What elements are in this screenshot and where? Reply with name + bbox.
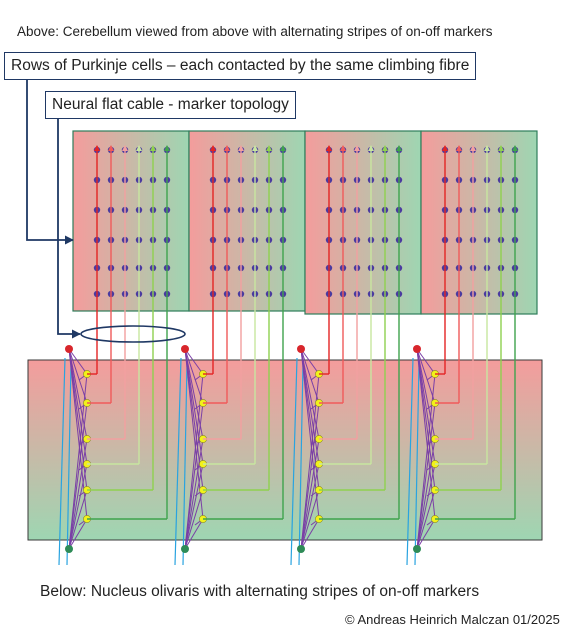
fibre-arrow-head: [442, 145, 448, 151]
fibre-arrow-head: [280, 145, 286, 151]
fibre-arrow-head: [136, 145, 142, 151]
olive-bottom-neuron: [65, 545, 73, 553]
fibre-arrow-head: [512, 145, 518, 151]
fibre-arrow-head: [266, 145, 272, 151]
fan-connection: [68, 348, 88, 375]
fibre-arrow-head: [224, 145, 230, 151]
fan-connection: [300, 489, 320, 550]
cerebellum-block: [72, 130, 190, 312]
fan-connection: [68, 348, 88, 491]
bottom-caption: Below: Nucleus olivaris with alternating…: [40, 583, 480, 600]
fibre-arrow-head: [122, 145, 128, 151]
afferent-fibre: [58, 357, 66, 566]
fibre-arrow-head: [150, 145, 156, 151]
fibre-arrow-head: [94, 145, 100, 151]
flat-cable-ring: [80, 325, 186, 343]
afferent-fibre: [414, 363, 420, 566]
purkinje-rows-label: Rows of Purkinje cells – each contacted …: [4, 52, 477, 80]
label-pointers: [26, 78, 81, 339]
afferent-fibre: [66, 363, 72, 566]
olive-bottom-neuron: [297, 545, 305, 553]
cable-pointer-arrow: [57, 117, 81, 339]
fan-connection: [68, 518, 88, 550]
fan-connection: [184, 518, 204, 550]
olive-stripe-background: [27, 359, 543, 541]
fibre-arrow-head: [396, 145, 402, 151]
fibre-arrow-head: [456, 145, 462, 151]
fibre-arrow-head: [326, 145, 332, 151]
fan-connection: [416, 348, 436, 404]
fan-connection: [184, 348, 204, 404]
olive-top-neuron: [181, 345, 189, 353]
cerebellum-blocks: [72, 130, 538, 315]
cerebellum-block: [420, 130, 538, 315]
fan-connection: [68, 438, 88, 550]
afferent-fibre: [406, 357, 414, 566]
nucleus-olivaris: [27, 345, 543, 566]
olive-top-neuron: [297, 345, 305, 353]
afferent-fibre: [174, 357, 182, 566]
fan-connection: [68, 489, 88, 550]
fan-connection: [416, 463, 436, 550]
fan-connection: [184, 348, 204, 375]
fan-connection: [184, 489, 204, 550]
fibre-arrow-head: [210, 145, 216, 151]
copyright: © Andreas Heinrich Malczan 01/2025: [345, 612, 560, 627]
fan-connection: [68, 463, 88, 550]
fibre-arrow-head: [368, 145, 374, 151]
fan-connection: [416, 518, 436, 550]
fan-connection: [184, 348, 204, 491]
fan-connection: [300, 402, 320, 550]
fibre-arrow-head: [354, 145, 360, 151]
fan-connection: [416, 348, 436, 465]
afferent-fibre: [182, 363, 188, 566]
fan-connection: [184, 402, 204, 550]
fan-connection: [68, 348, 88, 440]
fan-connection: [300, 438, 320, 550]
fan-connection: [416, 489, 436, 550]
fan-connection: [416, 348, 436, 491]
afferent-fibre: [290, 357, 298, 566]
fibre-arrow-head: [252, 145, 258, 151]
fan-connection: [68, 402, 88, 550]
fan-connection: [184, 438, 204, 550]
olive-bottom-neuron: [413, 545, 421, 553]
cerebellum-block: [188, 130, 306, 312]
fibre-arrow-head: [498, 145, 504, 151]
fan-connection: [416, 348, 436, 440]
olive-top-neuron: [413, 345, 421, 353]
fibre-arrow-head: [238, 145, 244, 151]
fibre-arrow-head: [470, 145, 476, 151]
fan-connection: [300, 463, 320, 550]
olive-top-neuron: [65, 345, 73, 353]
fibre-arrow-head: [340, 145, 346, 151]
fan-connection: [300, 348, 320, 375]
afferent-fibre: [298, 363, 304, 566]
fibre-arrow-head: [164, 145, 170, 151]
neural-flat-cable: [80, 145, 518, 520]
fan-connection: [184, 348, 204, 465]
fan-connection: [184, 463, 204, 550]
flat-cable-label: Neural flat cable - marker topology: [45, 91, 296, 119]
fan-connection: [300, 348, 320, 404]
olive-bottom-neuron: [181, 545, 189, 553]
fan-connection: [416, 348, 436, 375]
top-caption: Above: Cerebellum viewed from above with…: [17, 24, 493, 39]
fan-connection: [416, 438, 436, 550]
fan-connection: [300, 348, 320, 491]
fibre-arrow-head: [382, 145, 388, 151]
cerebellum-block: [304, 130, 422, 315]
fan-connection: [68, 348, 88, 404]
fan-connection: [300, 348, 320, 440]
fan-connection: [184, 348, 204, 440]
fan-connection: [300, 518, 320, 550]
fan-connection: [416, 402, 436, 550]
fibre-arrow-head: [108, 145, 114, 151]
fibre-arrow-head: [484, 145, 490, 151]
fan-connection: [68, 348, 88, 465]
fan-connection: [300, 348, 320, 465]
